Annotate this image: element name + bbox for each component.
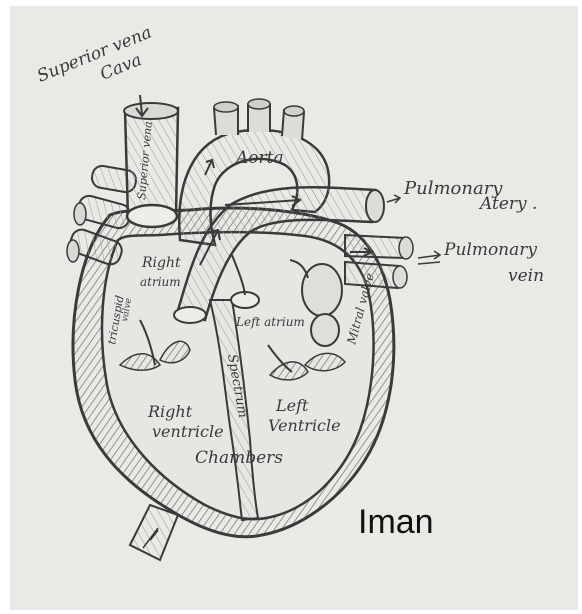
label-left-ventricle-line2: Ventricle: [268, 418, 341, 434]
label-pulmonary-artery-line2: Atery .: [480, 196, 537, 213]
label-chambers: Chambers: [195, 450, 283, 467]
label-left-ventricle-line1: Left: [276, 398, 308, 414]
label-pulmonary-vein-line1: Pulmonary: [444, 242, 537, 259]
label-right-ventricle-line2: ventricle: [152, 424, 224, 440]
label-left-atrium: Left atrium: [236, 316, 305, 328]
label-aorta: Aorta: [236, 150, 284, 167]
label-right-atrium-line1: Right: [142, 256, 181, 270]
artist-signature: Iman: [358, 505, 434, 539]
label-right-atrium-line2: atrium: [140, 276, 181, 288]
inferior-vessel: [130, 505, 178, 560]
label-right-ventricle-line1: Right: [148, 404, 192, 420]
label-pulmonary-vein-line2: vein: [508, 268, 544, 285]
